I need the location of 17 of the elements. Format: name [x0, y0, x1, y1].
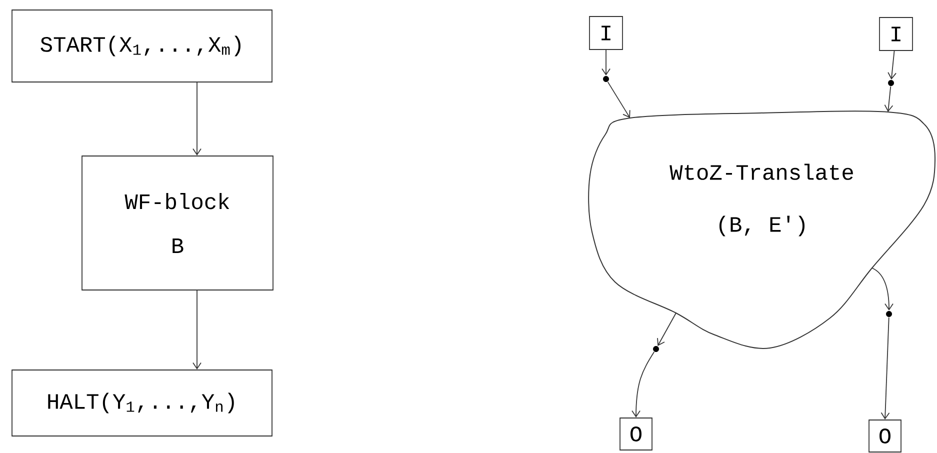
- arrow: [192, 82, 202, 156]
- process-box: START(X$_{1}$,...,X$_{m}$): [12, 10, 272, 82]
- input-box: I: [589, 16, 623, 50]
- arrow: [632, 351, 655, 418]
- arrow: [607, 82, 630, 118]
- output-box: O: [620, 418, 652, 450]
- input-box: I: [879, 17, 913, 51]
- arrow: [602, 50, 610, 76]
- arrow: [657, 312, 676, 346]
- arrow: [872, 268, 894, 311]
- arrow: [884, 86, 894, 112]
- arrow: [192, 290, 202, 370]
- process-box: HALT(Y$_{1}$,...,Y$_{n}$): [12, 370, 272, 436]
- output-box: O: [868, 420, 902, 452]
- arrow: [880, 317, 890, 420]
- arrow: [888, 50, 896, 80]
- process-box: WF-block B: [82, 156, 274, 290]
